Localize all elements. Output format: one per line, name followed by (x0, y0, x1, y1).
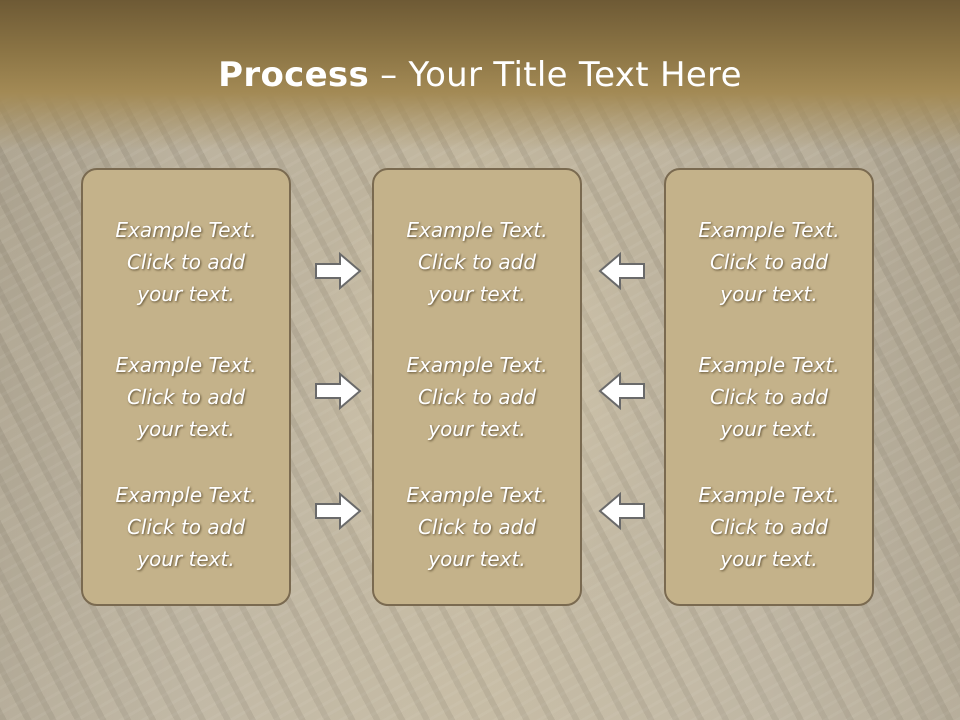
text-line: Example Text. (406, 218, 548, 242)
arrow-right-icon[interactable] (314, 492, 362, 530)
slide-title[interactable]: Process – Your Title Text Here (0, 52, 960, 98)
text-line: Example Text. (698, 218, 840, 242)
text-line: Click to add (417, 250, 537, 274)
arrow-left-icon[interactable] (598, 252, 646, 290)
text-line: your text. (428, 282, 526, 306)
text-line: Click to add (417, 515, 537, 539)
text-line: Click to add (126, 385, 246, 409)
text-line: Click to add (126, 515, 246, 539)
text-line: Click to add (709, 385, 829, 409)
text-line: your text. (720, 417, 818, 441)
text-placeholder[interactable]: Example Text. Click to add your text. (374, 349, 580, 445)
text-line: Click to add (709, 250, 829, 274)
text-line: your text. (428, 547, 526, 571)
text-placeholder[interactable]: Example Text. Click to add your text. (83, 214, 289, 310)
arrow-left-icon[interactable] (598, 492, 646, 530)
text-placeholder[interactable]: Example Text. Click to add your text. (666, 349, 872, 445)
arrow-left-icon[interactable] (598, 372, 646, 410)
text-line: Click to add (709, 515, 829, 539)
text-line: Click to add (417, 385, 537, 409)
text-placeholder[interactable]: Example Text. Click to add your text. (83, 479, 289, 575)
text-placeholder[interactable]: Example Text. Click to add your text. (666, 479, 872, 575)
arrow-right-icon[interactable] (314, 372, 362, 410)
text-line: Example Text. (406, 483, 548, 507)
text-line: Example Text. (115, 353, 257, 377)
text-line: your text. (137, 282, 235, 306)
text-line: Example Text. (115, 218, 257, 242)
text-placeholder[interactable]: Example Text. Click to add your text. (374, 479, 580, 575)
text-placeholder[interactable]: Example Text. Click to add your text. (374, 214, 580, 310)
text-line: Example Text. (406, 353, 548, 377)
title-bold: Process (218, 55, 370, 95)
process-box-right[interactable]: Example Text. Click to add your text. Ex… (664, 168, 874, 606)
text-line: your text. (428, 417, 526, 441)
process-box-middle[interactable]: Example Text. Click to add your text. Ex… (372, 168, 582, 606)
text-placeholder[interactable]: Example Text. Click to add your text. (666, 214, 872, 310)
text-line: your text. (720, 282, 818, 306)
title-rest: – Your Title Text Here (369, 55, 742, 95)
text-line: Example Text. (115, 483, 257, 507)
title-bar (0, 0, 960, 150)
text-line: Example Text. (698, 483, 840, 507)
text-line: Example Text. (698, 353, 840, 377)
text-placeholder[interactable]: Example Text. Click to add your text. (83, 349, 289, 445)
process-box-left[interactable]: Example Text. Click to add your text. Ex… (81, 168, 291, 606)
text-line: your text. (137, 547, 235, 571)
text-line: your text. (137, 417, 235, 441)
text-line: Click to add (126, 250, 246, 274)
text-line: your text. (720, 547, 818, 571)
arrow-right-icon[interactable] (314, 252, 362, 290)
